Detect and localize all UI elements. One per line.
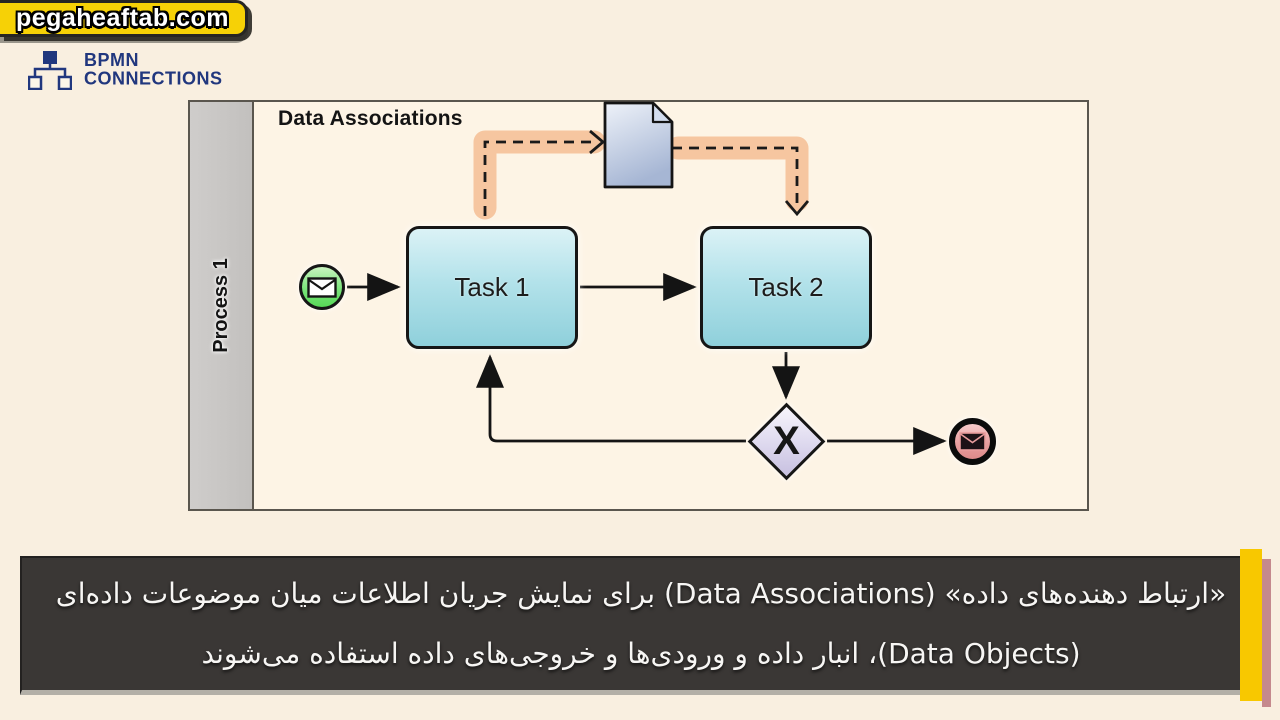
open-arrowhead-icon bbox=[784, 200, 810, 217]
bpmn-connections-logo: BPMN CONNECTIONS bbox=[28, 50, 223, 90]
message-end-event bbox=[949, 418, 996, 465]
caption-accent-shadow bbox=[1262, 559, 1271, 707]
gateway-x-label: X bbox=[773, 419, 800, 463]
message-start-event bbox=[299, 264, 345, 310]
subtitle-line-2: (Data Objects)، انبار داده و ورودی‌ها و … bbox=[201, 637, 1081, 670]
subtitle-line-1: «ارتباط دهنده‌های داده» (Data Associatio… bbox=[55, 577, 1227, 610]
task-2: Task 2 bbox=[700, 226, 872, 349]
logo-line1: BPMN bbox=[84, 48, 139, 70]
data-association-task1-to-object bbox=[483, 140, 592, 216]
data-association-object-to-task2 bbox=[672, 146, 799, 205]
diagram-title: Data Associations bbox=[278, 107, 463, 130]
open-arrowhead-icon bbox=[589, 129, 606, 155]
data-object-icon bbox=[603, 101, 674, 189]
pool-header-band: Process 1 bbox=[190, 102, 254, 509]
flow-gateway-loop-to-task1 bbox=[476, 354, 746, 443]
logo-text: BPMN CONNECTIONS bbox=[84, 50, 223, 88]
highlight-band-right bbox=[666, 136, 809, 212]
org-chart-icon bbox=[28, 51, 72, 90]
highlight-band-left bbox=[473, 130, 606, 220]
task-1-label: Task 1 bbox=[454, 272, 530, 302]
website-banner-text: pegaheaftab.com bbox=[15, 4, 230, 32]
envelope-icon bbox=[307, 276, 337, 298]
subtitle-box: «ارتباط دهنده‌های داده» (Data Associatio… bbox=[20, 556, 1262, 695]
task-2-label: Task 2 bbox=[748, 272, 824, 302]
website-banner: pegaheaftab.com bbox=[0, 0, 248, 37]
caption-accent-bar bbox=[1240, 549, 1262, 701]
task-1: Task 1 bbox=[406, 226, 578, 349]
logo-line2: CONNECTIONS bbox=[84, 67, 223, 89]
envelope-icon bbox=[959, 432, 986, 451]
